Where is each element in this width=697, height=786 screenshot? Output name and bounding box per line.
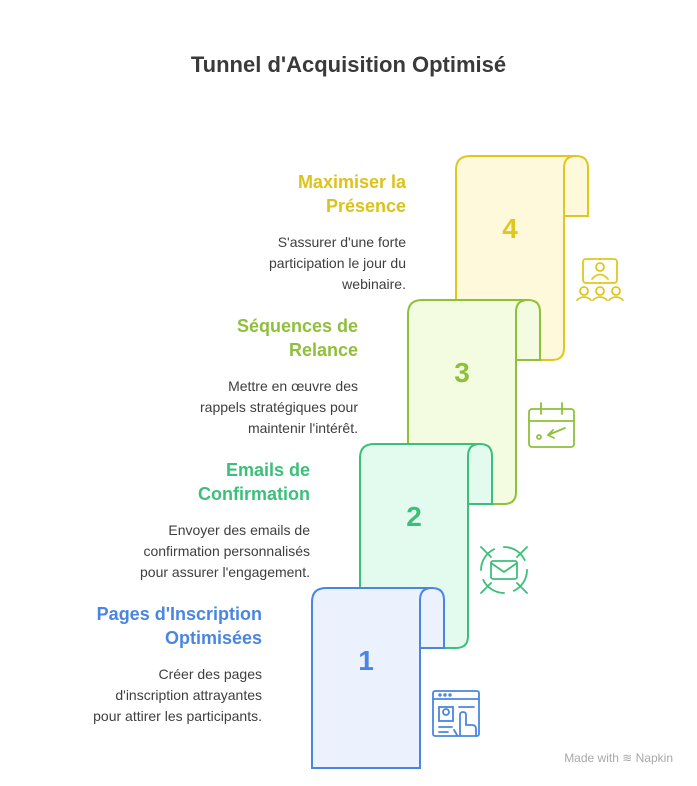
- desc-line: Envoyer des emails de: [168, 522, 310, 538]
- brand-label: Napkin: [635, 751, 673, 765]
- title-line: Séquences de: [236, 316, 358, 336]
- napkin-logo-icon: ≋: [622, 751, 633, 765]
- audience-presenter-icon: [576, 258, 624, 301]
- step-4-text: Maximiser la Présence S'assurer d'une for…: [146, 170, 406, 295]
- desc-line: confirmation personnalisés: [143, 543, 310, 559]
- made-with-napkin: Made with ≋ Napkin: [564, 751, 673, 765]
- step-description: Créer des pages d'inscription attrayantes…: [2, 664, 262, 727]
- desc-line: Mettre en œuvre des: [228, 378, 358, 394]
- scroll-curl: [563, 155, 577, 216]
- step-number: 2: [406, 501, 422, 532]
- step-description: Envoyer des emails de confirmation person…: [50, 520, 310, 583]
- step-number: 4: [502, 213, 518, 244]
- desc-line: rappels stratégiques pour: [200, 399, 358, 415]
- scroll-curl: [467, 443, 481, 504]
- title-line: Relance: [288, 340, 358, 360]
- step-number: 1: [358, 645, 374, 676]
- step-description: S'assurer d'une forte participation le jo…: [146, 232, 406, 295]
- scroll-body: [311, 587, 445, 769]
- made-with-label: Made with: [564, 751, 619, 765]
- desc-line: pour assurer l'engagement.: [140, 564, 310, 580]
- step-3-text: Séquences de Relance Mettre en œuvre des r…: [98, 314, 358, 439]
- diagram-title: Tunnel d'Acquisition Optimisé: [190, 52, 507, 77]
- email-target-icon: [480, 546, 528, 594]
- scroll-step-1: 1: [311, 587, 445, 769]
- web-form-click-icon: [432, 690, 480, 737]
- scroll-curl: [515, 299, 529, 360]
- desc-line: pour attirer les participants.: [93, 708, 262, 724]
- step-number: 3: [454, 357, 470, 388]
- desc-line: webinaire.: [342, 276, 406, 292]
- desc-line: S'assurer d'une forte: [277, 234, 406, 250]
- step-title: Emails de Confirmation: [50, 458, 310, 506]
- title-line: Présence: [325, 196, 406, 216]
- step-description: Mettre en œuvre des rappels stratégiques …: [98, 376, 358, 439]
- title-line: Optimisées: [164, 628, 262, 648]
- title-line: Confirmation: [198, 484, 310, 504]
- title-line: Emails de: [225, 460, 310, 480]
- scroll-curl: [419, 587, 433, 648]
- desc-line: d'inscription attrayantes: [115, 687, 262, 703]
- desc-line: Créer des pages: [158, 666, 262, 682]
- calendar-reminder-icon: [528, 402, 575, 448]
- desc-line: maintenir l'intérêt.: [247, 420, 358, 436]
- step-2-text: Emails de Confirmation Envoyer des emails…: [50, 458, 310, 583]
- step-title: Séquences de Relance: [98, 314, 358, 362]
- desc-line: participation le jour du: [269, 255, 406, 271]
- title-line: Pages d'Inscription: [96, 604, 262, 624]
- step-title: Maximiser la Présence: [146, 170, 406, 218]
- title-line: Maximiser la: [297, 172, 406, 192]
